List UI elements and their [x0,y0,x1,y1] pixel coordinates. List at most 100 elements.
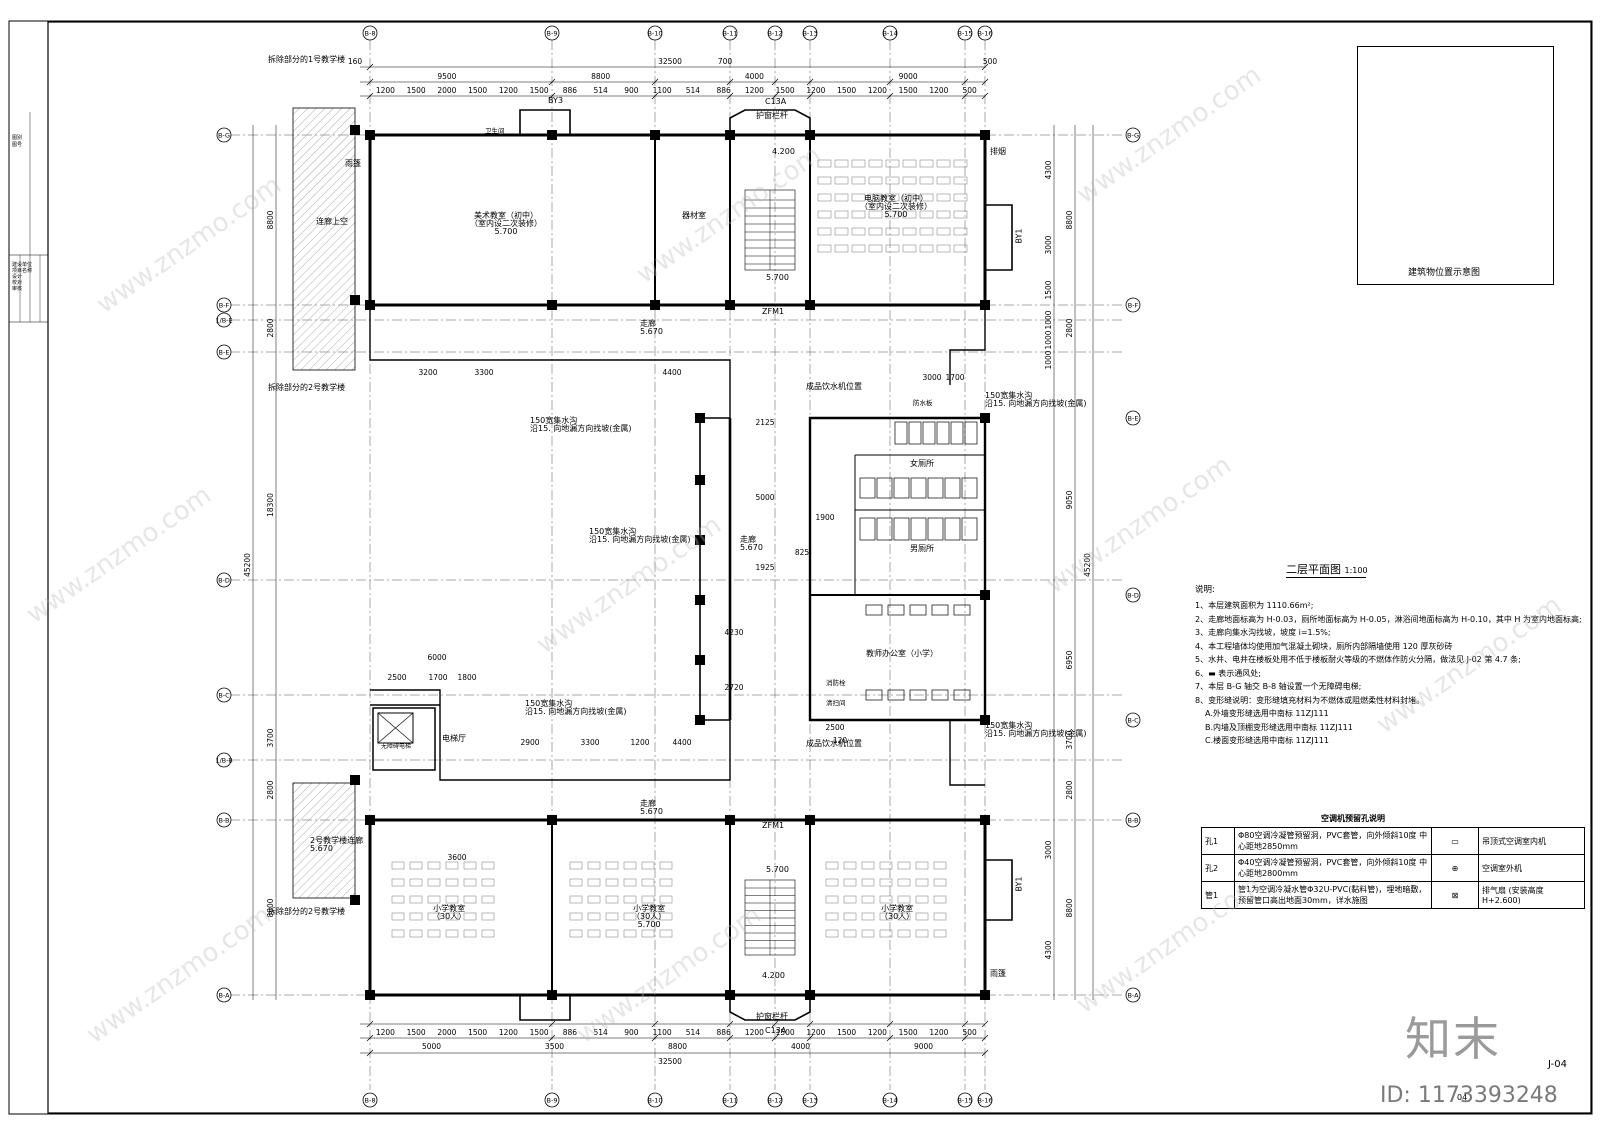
desk [915,929,929,938]
desk [605,861,619,870]
dim-value: 4300 [1044,160,1053,179]
desk [851,159,866,168]
desk [902,176,917,185]
legend-code: 孔2 [1201,854,1235,882]
structural-column [980,300,990,310]
side-label-a-bottom: 雨篷 [990,969,1006,978]
desk [481,878,495,887]
room-label-female-wc: 女厕所 [910,459,934,468]
desk [933,895,947,904]
legend-row: 孔1 Φ80空调冷凝管预留洞，PVC套管，向外倾斜10度 中心距地2850mm … [1201,827,1585,855]
dim-value: 500 [983,57,998,66]
dim-total: 32500 [658,1057,682,1066]
desk [409,912,423,921]
desk [825,895,839,904]
axis-label: B-16 [977,30,992,38]
legend-symbol: 空调室外机 [1478,854,1585,882]
dim-value: 514 [593,86,608,95]
gutter-label-5: 150宽集水沟沿15. 向地漏方向找坡(金属) [985,721,1087,738]
desk [919,193,934,202]
dim-tick [961,1020,969,1028]
desk [834,159,849,168]
desk [391,912,405,921]
axis-bubble [1125,812,1141,828]
desk [409,878,423,887]
desk [843,929,857,938]
dim-tick [726,1034,734,1042]
axis-bubble [216,127,232,143]
desk [391,929,405,938]
room-label-office: 教师办公室（小学） [866,649,938,658]
titleblock-header: 图别 图号 [12,135,23,148]
dim-value: 4300 [1044,940,1053,959]
legend-table: 孔1 Φ80空调冷凝管预留洞，PVC套管，向外倾斜10度 中心距地2850mm … [1201,827,1585,909]
structural-column [725,990,735,1000]
axis-bubble [362,1092,378,1108]
dim-value: 1500 [899,1028,918,1037]
axis-bubble [362,25,378,41]
axis-label: B-15 [957,30,972,38]
keyplan-caption: 建筑物位置示意图 [1408,268,1481,278]
desk [919,210,934,219]
room-label-hydrant: 消防栓 [826,679,846,687]
desk [587,861,601,870]
note-item: 4、本工程墙体均使用加气混凝土砌块，厕所内部隔墙使用 120 厚灰砂砖 [1195,641,1453,651]
label-by1-bottom: BY1 [1014,876,1024,892]
desk [953,210,968,219]
dim-value: 2000 [437,1028,456,1037]
dim-tick [981,1020,989,1028]
desk [861,895,875,904]
desk [885,193,900,202]
axis-bubble [802,25,818,41]
structural-column [695,413,705,423]
dim-value: 2800 [266,318,275,337]
toilet-cubicle [908,421,922,445]
structural-column [695,655,705,665]
dim-tick [806,1020,814,1028]
dim-value: 18300 [266,493,275,517]
dim-value: 886 [563,1028,578,1037]
legend-desc: 管1为空调冷凝水管Φ32U-PVC(黏料管)，埋地暗敷，预留管口高出地面30mm… [1234,881,1432,909]
dim-value: 6950 [1065,650,1074,669]
desk [641,895,655,904]
inner-border [47,21,1592,1114]
dim-value: 1200 [376,1028,395,1037]
dim-value: 1200 [745,1028,764,1037]
dim-value: 1500 [407,86,426,95]
legend-row: 管1 管1为空调冷凝水管Φ32U-PVC(黏料管)，埋地暗敷，预留管口高出地面3… [1201,881,1585,909]
axis-bubble [647,1092,663,1108]
desk [936,176,951,185]
desk [587,929,601,938]
dim-tick [651,1020,659,1028]
axis-bubble [216,812,232,828]
toilet-cubicle [927,517,944,541]
desk [445,861,459,870]
dim-value: 1500 [837,86,856,95]
axis-bubble [216,687,232,703]
toilet-cubicle [859,517,876,541]
desk [919,176,934,185]
axis-bubble [216,572,232,588]
dim-value: 1200 [499,1028,518,1037]
dim-tick [806,78,814,86]
dim-value: 3000 [1044,840,1053,859]
dim-value: 4000 [745,72,764,81]
stair-mid-bottom: 5.700 [766,865,789,874]
toilet-cubicle [910,517,927,541]
dim-value: 1100 [653,1028,672,1037]
toilet-cubicle [876,477,893,499]
gutter-label-2: 150宽集水沟沿15. 向地漏方向找坡(金属) [589,527,691,544]
structural-column [547,300,557,310]
desk [843,912,857,921]
desk [641,861,655,870]
structural-column [980,130,990,140]
legend-code: 孔1 [1201,827,1235,855]
note-item: 6、▬ 表示通风处; [1195,668,1261,678]
dim-value: 3600 [447,853,466,862]
room-label-elevator-hall: 电梯厅 [442,734,466,743]
dim-value: 900 [624,1028,639,1037]
desk [879,912,893,921]
desk [481,895,495,904]
toilet-cubicle [859,477,876,499]
